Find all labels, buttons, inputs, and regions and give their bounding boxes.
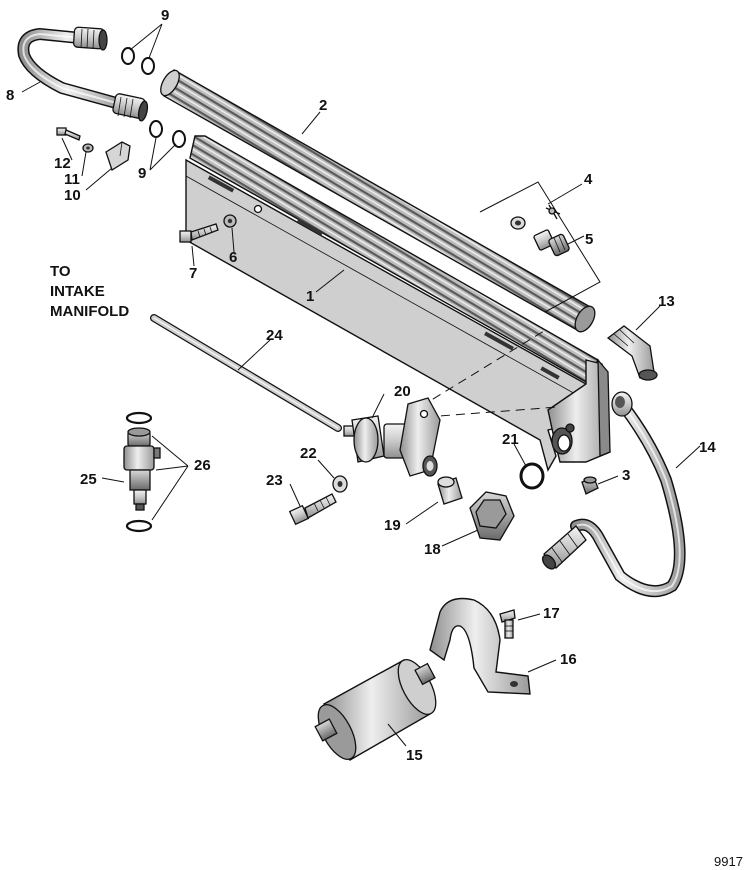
note-line-2: INTAKE (50, 283, 105, 300)
figure-number: 9917 (714, 854, 743, 869)
callout-13: 13 (658, 293, 675, 310)
part-7-bolt (179, 223, 219, 243)
part-24-vacuum-hose (150, 314, 342, 432)
assembly-line-rail (425, 406, 559, 418)
part-20-pressure-regulator (343, 397, 441, 477)
callout-14: 14 (699, 439, 716, 456)
part-15-fuel-filter (314, 659, 437, 761)
callout-3: 3 (622, 467, 630, 484)
part-9-o-rings (121, 47, 186, 148)
assembly-line-regulator (419, 330, 545, 408)
callout-23: 23 (266, 472, 283, 489)
callout-20: 20 (394, 383, 411, 400)
callout-16: 16 (560, 651, 577, 668)
callout-18: 18 (424, 541, 441, 558)
callout-7: 7 (189, 265, 197, 282)
part-10-bracket (105, 141, 131, 171)
leader-lines (21, 23, 701, 747)
callout-5: 5 (585, 231, 593, 248)
callout-17: 17 (543, 605, 560, 622)
intake-manifold-note: TO INTAKE MANIFOLD (50, 263, 129, 320)
part-25-fuel-injector (123, 427, 161, 511)
callout-26: 26 (194, 457, 211, 474)
part-6-nut (223, 214, 237, 228)
fitting-lower (112, 93, 149, 122)
part-23-bolt (288, 493, 337, 526)
part-16-filter-bracket (429, 597, 531, 695)
part-12-screw (56, 127, 81, 141)
part-4-valve-group (479, 181, 601, 313)
callout-15: 15 (406, 747, 423, 764)
callout-1: 1 (306, 288, 314, 305)
part-14-fuel-line (541, 391, 686, 598)
part-21-o-ring (519, 462, 545, 490)
callout-24: 24 (266, 327, 283, 344)
note-line-3: MANIFOLD (50, 303, 129, 320)
hose-fitting (541, 525, 587, 570)
callout-8: 8 (6, 87, 14, 104)
callout-6: 6 (229, 249, 237, 266)
part-5-valve (533, 229, 570, 257)
callout-9-upper: 9 (161, 7, 169, 24)
callout-2: 2 (319, 97, 327, 114)
callout-21: 21 (502, 431, 519, 448)
part-13-elbow-fitting (606, 325, 658, 381)
callout-12: 12 (54, 155, 71, 172)
part-3-plug (581, 476, 599, 495)
part-18-cap (469, 491, 515, 541)
part-8-fuel-line (17, 26, 149, 122)
callout-9-lower: 9 (138, 165, 146, 182)
part-17-screw (499, 609, 516, 639)
callouts: 9 8 9 12 11 10 2 4 5 6 7 1 13 24 20 14 2… (6, 7, 716, 764)
fitting-upper (72, 26, 108, 51)
callout-4: 4 (584, 171, 593, 188)
part-22-washer (332, 475, 348, 493)
part-1-fuel-rail (185, 135, 611, 472)
note-line-1: TO (50, 263, 71, 280)
part-11-washer (82, 143, 94, 153)
callout-10: 10 (64, 187, 81, 204)
callout-22: 22 (300, 445, 317, 462)
callout-19: 19 (384, 517, 401, 534)
callout-11: 11 (64, 171, 80, 188)
part-26-seals (125, 411, 153, 533)
part-2-fuel-rail (160, 68, 596, 333)
callout-25: 25 (80, 471, 97, 488)
part-19-fitting (437, 476, 463, 505)
